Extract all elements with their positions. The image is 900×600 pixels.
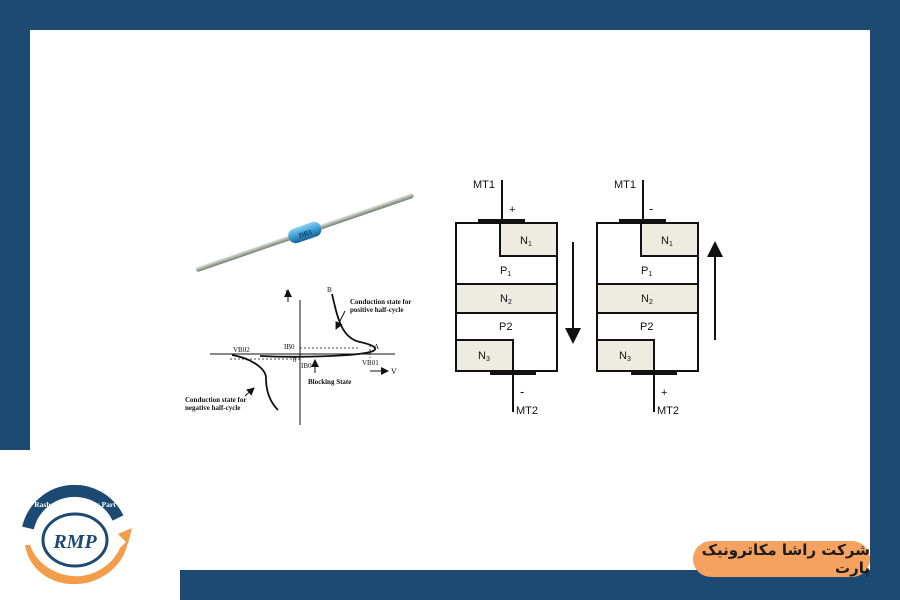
schematic-right-p1-label: P1	[641, 265, 652, 278]
schematic-right-top-polarity: -	[649, 201, 653, 216]
positive-conduction-curve	[259, 293, 376, 358]
schematic-right-n1-label: N1	[661, 235, 673, 248]
blocking-state-label: Blocking State	[308, 378, 351, 386]
schematic-left-n3-label: N3	[478, 350, 490, 363]
schematic-left-mt1-label: MT1	[473, 179, 495, 191]
rmp-logo: RMP Rasha Mechatronics Part	[22, 484, 132, 585]
company-name-text: شرکت راشا مکاترونیک پارت	[701, 541, 870, 577]
schematic-right-n3-region	[596, 339, 655, 372]
schematic-right-mt2-label: MT2	[657, 405, 679, 417]
schematic-left-p2-label: P2	[499, 321, 512, 333]
point-a-label: A	[374, 343, 379, 351]
diac-component: DB3	[195, 193, 414, 272]
logo-ring-text: Rasha Mechatronics Part	[34, 500, 116, 509]
content-panel	[30, 30, 870, 570]
schematic-right-n2-region	[596, 283, 699, 314]
schematic-left-p1-label: P1	[500, 265, 511, 278]
schematic-right-bottom-polarity: +	[661, 387, 667, 399]
schematic-left-n2-region	[455, 283, 558, 314]
schematic-left-n1-label: N1	[520, 235, 532, 248]
negative-annotation-arrow	[244, 387, 255, 397]
schematic-left: MT1 MT2 + - N1 P1 N2 P2 N3	[455, 179, 581, 417]
point-b-label: B	[327, 286, 332, 294]
schematic-left-n3-region	[455, 339, 514, 372]
conduction-negative-line1: Conduction state for	[185, 396, 246, 404]
axis-v-label: V	[391, 367, 397, 376]
conduction-positive-line1: Conduction state for	[350, 298, 411, 306]
axis-i-label: I	[285, 289, 288, 298]
logo-inner-circle	[41, 512, 109, 568]
schematic-right-mt1-label: MT1	[614, 179, 636, 191]
logo-ring-arc	[22, 484, 124, 530]
schematic-left-top-polarity: +	[509, 204, 515, 216]
vb01-label: VB01	[362, 359, 379, 367]
vb02-label: VB02	[233, 346, 250, 354]
conduction-positive-line2: positive half-cycle	[350, 306, 403, 314]
company-name-banner: شرکت راشا مکاترونیک پارت	[693, 541, 870, 577]
origin-label: 0	[293, 356, 297, 364]
schematic-right-p2-label: P2	[640, 321, 653, 333]
logo-text: RMP	[52, 531, 97, 553]
schematic-left-n2-label: N2	[500, 293, 512, 306]
conduction-negative-line2: negative half-cycle	[185, 404, 240, 412]
schematic-left-bottom-polarity: -	[520, 384, 524, 399]
schematic-right-n1-region	[640, 222, 699, 257]
ib0-top-label: IB0	[284, 343, 295, 351]
schematic-right: MT1 MT2 - + N1 P1 N2 P2 N3	[596, 179, 723, 417]
schematic-right-n2-label: N2	[641, 293, 653, 306]
schematic-left-n1-region	[499, 222, 558, 257]
logo-swoosh	[25, 540, 128, 585]
positive-annotation-arrow	[335, 310, 346, 330]
ib0-bottom-label: IB0	[301, 362, 312, 370]
schematic-left-mt2-label: MT2	[516, 405, 538, 417]
vi-characteristic-chart	[210, 289, 395, 425]
logo-swoosh-arrow-icon	[118, 528, 132, 544]
diac-body	[288, 221, 322, 244]
schematic-right-n3-label: N3	[619, 350, 631, 363]
